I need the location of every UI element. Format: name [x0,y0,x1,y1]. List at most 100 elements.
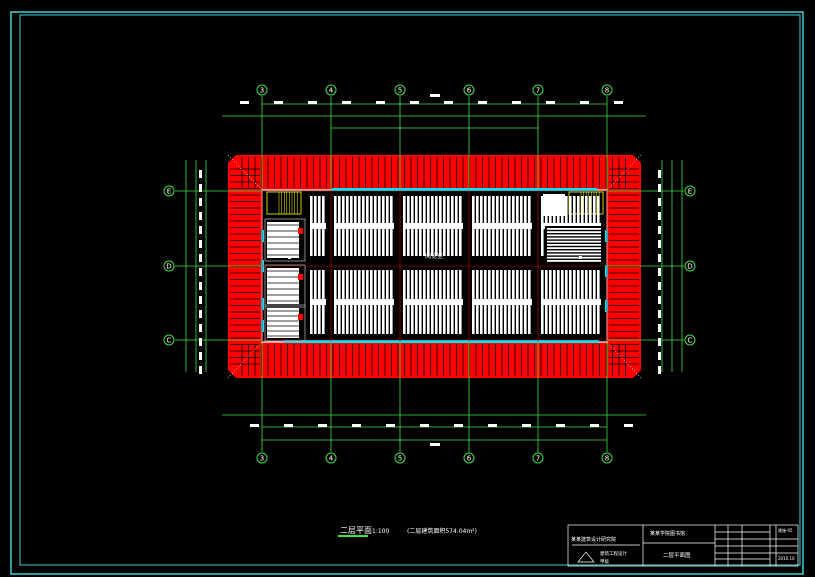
dimension-text [658,226,661,234]
stamp-text: 建筑工程设计 [600,550,627,557]
area-note: (二层建筑面积574.04m²) [407,527,477,535]
axis-label: 4 [329,455,334,463]
window-left [261,230,264,242]
axis-label: 5 [398,455,402,463]
axis-bubble [163,334,175,346]
reading-desk [547,253,601,256]
outer-frame [10,11,804,575]
dimension-text [199,282,202,290]
company-name: 某某建筑设计研究院 [571,536,616,543]
axis-bubble [256,452,268,464]
window-left [261,320,264,332]
axis-bubble [532,84,544,96]
reading-desk [547,244,601,246]
dimension-text [488,424,497,427]
reading-desk [547,240,601,243]
aisle-band [541,299,601,305]
dimension-text [199,198,202,206]
axis-label: 4 [329,87,334,95]
dimension-text [658,268,661,276]
column [288,256,291,259]
reading-desk [547,260,601,262]
axis-bubble [463,84,475,96]
sheet-title: 二层平面图 [663,551,691,559]
axis-label: D [166,263,171,271]
toilet-block [267,222,299,258]
dimension-text [658,366,661,374]
dimension-text [658,296,661,304]
axis-label: D [687,263,692,271]
dimension-text [284,424,293,427]
dimension-text [580,101,589,104]
axis-bubble [601,84,613,96]
reading-desk [547,234,601,237]
window-strip-top [332,188,597,191]
dimension-text [546,101,555,104]
aisle-band [472,299,532,305]
room-wall [264,218,306,262]
dimension-text [199,170,202,178]
dimension-text [522,424,531,427]
dimension-text [430,443,440,446]
axis-label: E [688,188,692,196]
reading-desk [547,231,601,233]
window-right [605,265,608,277]
dimension-text [199,212,202,220]
axis-bubble [463,452,475,464]
dimension-text [658,240,661,248]
aisle-band [334,299,394,305]
window-left [261,298,264,310]
dimension-text [658,338,661,346]
dimension-text [658,212,661,220]
axis-bubble [325,84,337,96]
dimension-text [318,424,327,427]
dimension-text [199,254,202,262]
aisle-band [472,223,532,229]
axis-label: 6 [467,455,472,463]
roof-eaves [227,154,642,379]
dimension-text [658,170,661,178]
dimension-text [512,101,521,104]
aisle-band [403,223,463,229]
inner-frame [19,14,801,566]
window-right [605,300,608,312]
dimension-text [274,101,283,104]
axis-bubble [256,84,268,96]
reading-desk [547,247,601,249]
axis-bubble [325,452,337,464]
axis-label: 7 [536,87,540,95]
dimension-text [590,424,599,427]
dimension-text [199,268,202,276]
reading-desk [547,256,601,259]
axis-label: 6 [467,87,472,95]
dimension-text [420,424,429,427]
axis-label: 8 [605,455,609,463]
dimension-text [430,94,440,97]
hip-line [606,341,642,379]
dimension-text [658,352,661,360]
dimension-text [199,184,202,192]
title-block [567,524,799,567]
cert-text: 甲级 [600,558,609,565]
drawing-title: 二层平面 1:100 (二层建筑面积574.04m²) [338,526,477,537]
dimension-text [444,101,453,104]
sheet-date: 2010.10 [778,556,795,561]
axis-bubble [684,185,696,197]
axis-label: 8 [605,87,609,95]
dimension-text [658,282,661,290]
axis-bubble [601,452,613,464]
dimension-text [352,424,361,427]
axis-bubble [163,185,175,197]
dimension-text [199,366,202,374]
drawing-title-text: 二层平面 [340,526,372,535]
dimension-text [342,101,351,104]
dimension-text [658,198,661,206]
column [579,256,582,259]
axis-bubble [394,452,406,464]
office-block [543,194,565,216]
axis-label: C [688,337,693,345]
axis-bubble [684,260,696,272]
hip-line [606,154,642,191]
dimension-text [199,226,202,234]
